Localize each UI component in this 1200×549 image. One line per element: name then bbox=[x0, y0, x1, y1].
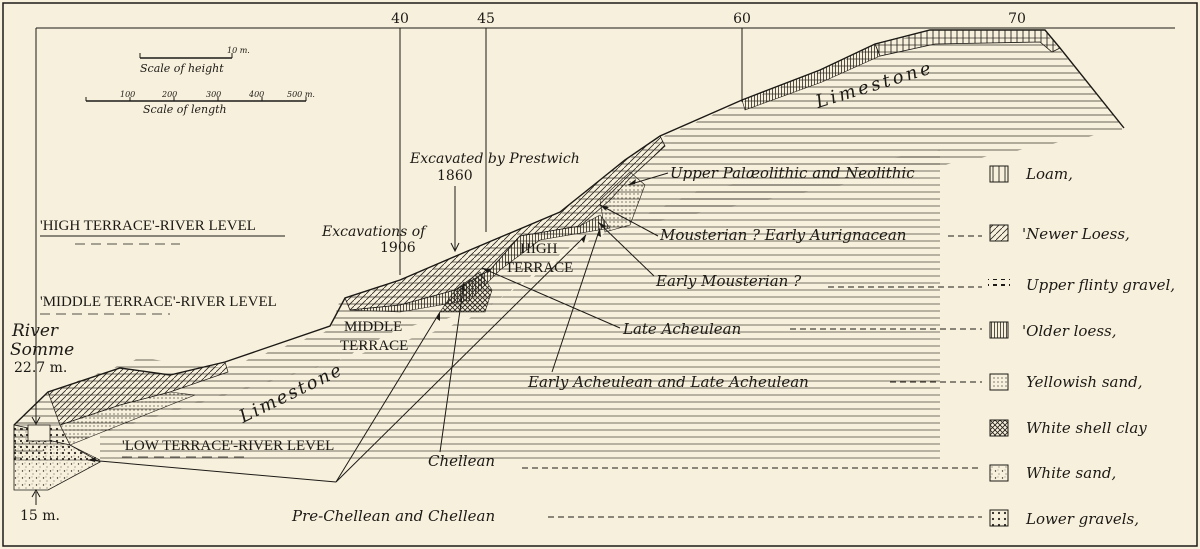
river-elevation: 22.7 m. bbox=[14, 360, 67, 376]
svg-text:300: 300 bbox=[206, 90, 221, 99]
high-terrace-level-label: 'HIGH TERRACE'-RIVER LEVEL bbox=[40, 218, 256, 234]
legend-label-yellowish-sand: Yellowish sand, bbox=[1026, 373, 1143, 391]
legend-label-older-loess: 'Older loess, bbox=[1022, 322, 1117, 340]
river-bottom-elevation: 15 m. bbox=[20, 508, 60, 524]
datum-lines bbox=[35, 27, 1175, 425]
svg-text:Scale of length: Scale of length bbox=[143, 103, 227, 116]
distance-marker-70: 70 bbox=[1008, 11, 1026, 27]
culture-chellean: Chellean bbox=[428, 452, 495, 470]
legend-swatch-white-shell-clay bbox=[989, 419, 1009, 437]
culture-upper-palaeolithic: Upper Palæolithic and Neolithic bbox=[670, 164, 915, 182]
limestone-body bbox=[14, 32, 1122, 460]
svg-text:400: 400 bbox=[248, 90, 264, 99]
culture-late-acheulean: Late Acheulean bbox=[622, 320, 741, 338]
prestwich-label-2: 1860 bbox=[437, 168, 473, 184]
middle-terrace-name-1: MIDDLE bbox=[344, 319, 402, 335]
excavations-1906-label-1: Excavations of bbox=[321, 224, 428, 240]
legend-swatch-yellowish-sand bbox=[989, 373, 1009, 391]
high-terrace-name-2: TERRACE bbox=[505, 260, 573, 276]
svg-text:200: 200 bbox=[161, 90, 177, 99]
limestone-lower bbox=[100, 150, 940, 460]
culture-early-mousterian: Early Mousterian ? bbox=[655, 272, 802, 290]
legend-swatch-older-loess bbox=[989, 321, 1009, 339]
distance-marker-40: 40 bbox=[391, 11, 409, 27]
low-terrace-level-label: 'LOW TERRACE'-RIVER LEVEL bbox=[122, 438, 334, 454]
legend-label-loam: Loam, bbox=[1025, 165, 1073, 183]
legend-swatch-upper-flinty-gravel bbox=[988, 279, 1010, 289]
leader-arrowheads bbox=[88, 179, 636, 462]
legend-label-newer-loess: 'Newer Loess, bbox=[1022, 225, 1130, 243]
legend-label-white-shell-clay: White shell clay bbox=[1026, 419, 1147, 437]
middle-terrace-level-label: 'MIDDLE TERRACE'-RIVER LEVEL bbox=[40, 294, 277, 310]
river-water bbox=[27, 424, 51, 442]
excavations-1906-label-2: 1906 bbox=[380, 240, 416, 256]
legend-dash-lines bbox=[522, 235, 982, 518]
legend-swatch-loam bbox=[989, 165, 1009, 183]
distance-marker-45: 45 bbox=[477, 11, 495, 27]
culture-early-acheulean: Early Acheulean and Late Acheulean bbox=[527, 373, 809, 391]
prestwich-label-1: Excavated by Prestwich bbox=[409, 151, 580, 167]
svg-text:500 m.: 500 m. bbox=[287, 90, 315, 99]
svg-text:10 m.: 10 m. bbox=[227, 46, 250, 55]
scale-of-height: 10 m. Scale of height bbox=[139, 46, 250, 75]
culture-mousterian: Mousterian ? Early Aurignacean bbox=[659, 226, 906, 244]
legend-label-lower-gravels: Lower gravels, bbox=[1025, 510, 1139, 528]
distance-marker-60: 60 bbox=[733, 11, 751, 27]
leader-lines bbox=[87, 172, 669, 483]
legend-swatch-white-sand bbox=[989, 464, 1009, 482]
legend-label-upper-flinty-gravel: Upper flinty gravel, bbox=[1026, 276, 1175, 294]
legend-swatch-lower-gravels bbox=[989, 509, 1009, 527]
river-label-line1: River bbox=[11, 321, 59, 341]
svg-text:Scale of height: Scale of height bbox=[140, 62, 224, 75]
middle-terrace-name-2: TERRACE bbox=[340, 338, 408, 354]
culture-pre-chellean: Pre-Chellean and Chellean bbox=[291, 507, 495, 525]
loam-cap bbox=[874, 29, 1061, 57]
upper-slope-loam bbox=[741, 43, 881, 111]
legend-label-white-sand: White sand, bbox=[1026, 464, 1116, 482]
legend: Loam, 'Newer Loess, Upper flinty gravel,… bbox=[988, 165, 1175, 528]
high-terrace-name-1: HIGH bbox=[520, 241, 558, 257]
legend-swatch-newer-loess bbox=[989, 224, 1009, 242]
scale-of-length: 100 200 300 400 500 m. Scale of length bbox=[85, 90, 315, 116]
svg-text:100: 100 bbox=[120, 90, 135, 99]
high-terrace-shell-clay bbox=[439, 271, 493, 313]
river-label-line2: Somme bbox=[10, 340, 74, 360]
